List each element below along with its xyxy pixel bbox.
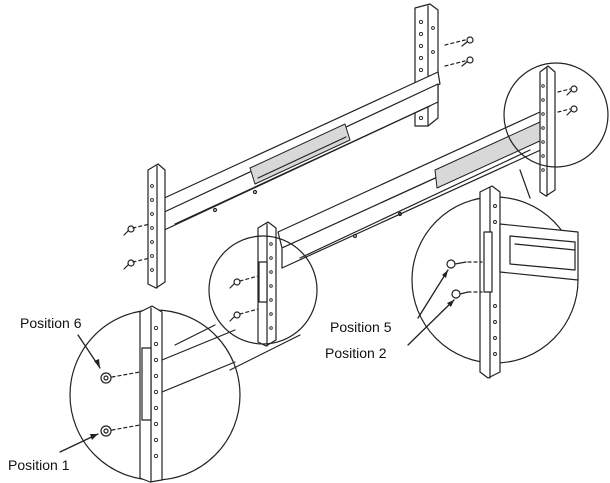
front-left-screws (123, 223, 151, 270)
middle-detail-circle (208, 235, 318, 345)
bottom-left-detail-circle (69, 305, 241, 483)
label-position-6: Position 6 (20, 315, 82, 331)
label-position-2: Position 2 (325, 345, 387, 361)
right-detail-circle (411, 169, 579, 379)
leader-line-middle-to-bottom (174, 324, 216, 346)
callout-arrows (59, 269, 455, 453)
front-right-rack-post (257, 221, 277, 347)
arrow-position-2 (407, 299, 455, 346)
label-position-1: Position 1 (8, 457, 70, 473)
left-rail-assembly (159, 71, 441, 233)
front-left-rack-post (147, 163, 166, 289)
rear-right-detail-circle (503, 62, 609, 168)
rear-right-rack-post (539, 65, 556, 197)
leader-line-middle-to-bottom-2 (229, 334, 301, 371)
arrow-position-5 (417, 269, 449, 319)
label-position-5: Position 5 (330, 319, 392, 335)
rear-left-screws (444, 36, 474, 67)
